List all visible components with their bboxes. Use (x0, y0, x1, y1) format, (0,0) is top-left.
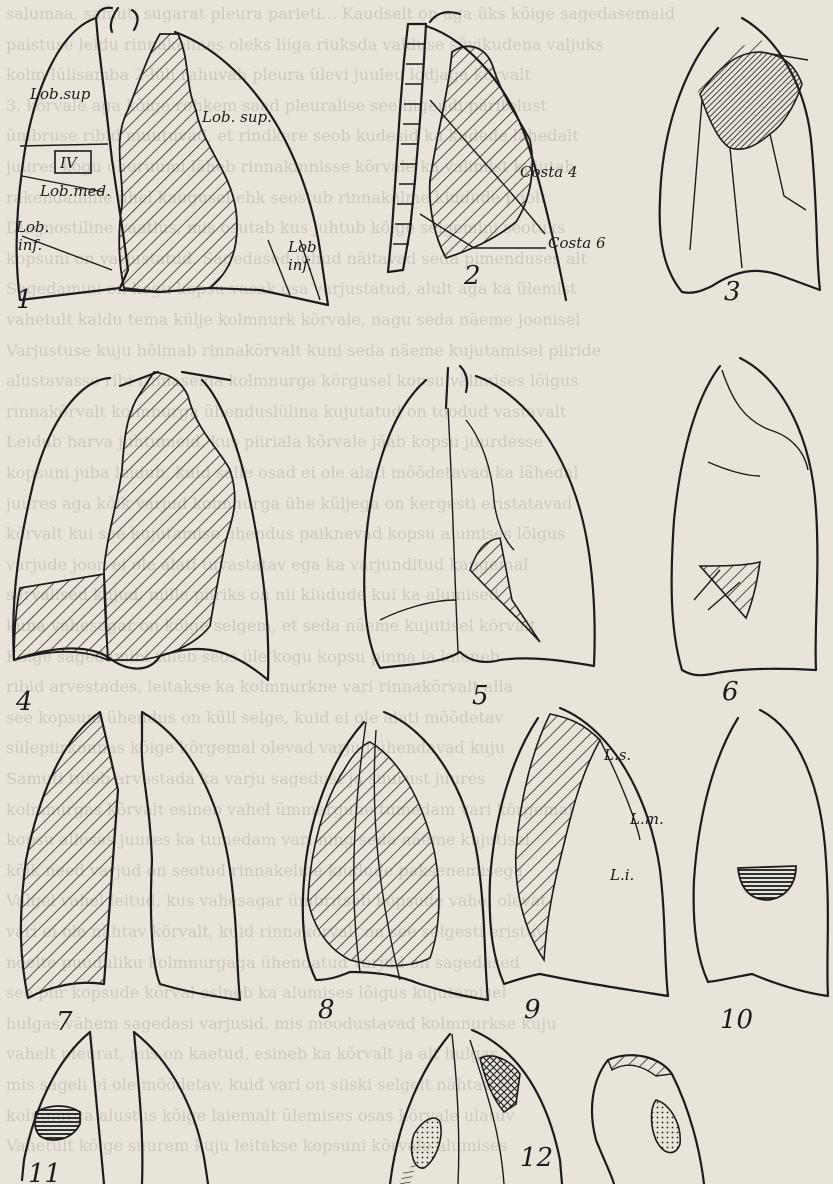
fig5-lungs-outline (364, 376, 594, 668)
figure-7: 7 (21, 712, 240, 1037)
fig6-left-lung-outline (672, 366, 720, 675)
figure-number-4: 4 (15, 687, 33, 717)
fig9-label-ls: L.s. (603, 746, 631, 764)
fig12-right-top-hatched (608, 1055, 672, 1076)
fig10-left-lung-outline (694, 718, 752, 982)
figure-6: 6 (672, 358, 818, 707)
figure-11: 11 (22, 1032, 208, 1184)
figure-number-8: 8 (318, 995, 335, 1025)
fig4-left-base-shadow (14, 574, 108, 660)
fig10-round-shadow (738, 866, 796, 900)
figure-1: Lob.sup Lob. sup. IV Lob.med. Lob. inf. … (15, 8, 328, 315)
fig1-label-lob-inf-left-1: Lob. (15, 218, 49, 236)
fig2-spine-outline (388, 24, 426, 272)
fig11-right-lung-outline (134, 1032, 208, 1184)
fig1-label-lob-sup-left: Lob.sup (29, 85, 91, 103)
fig1-label-lob-inf-left-2: inf. (18, 236, 42, 254)
figure-9: L.s. L.m. L.i. 9 (490, 708, 668, 1025)
figure-number-2: 2 (463, 261, 481, 291)
figure-number-5: 5 (472, 681, 489, 711)
fig12-right-stippled-oval (652, 1100, 681, 1153)
fig8-shadow (308, 742, 439, 966)
figure-12-right-silhouette (592, 1055, 704, 1184)
figure-2: Costa 4 Costa 6 2 (388, 12, 606, 300)
fig7-right-lung-outline (142, 712, 240, 1000)
fig1-label-lob-inf-right-1: Lob (287, 238, 317, 256)
fig12-lower-hatched-area (400, 1164, 416, 1184)
figure-12: 12 (390, 1030, 562, 1184)
fig1-label-lob-sup-right: Lob. sup. (201, 108, 272, 126)
fig11-round-shadow (35, 1106, 80, 1140)
fig4-mediastinal-shadow (104, 372, 235, 660)
fig2-shadow (430, 46, 533, 258)
figure-number-3: 3 (724, 277, 741, 307)
fig6-right-lung-outline (712, 358, 817, 674)
figure-10: 10 (694, 710, 828, 1035)
figure-number-12: 12 (520, 1143, 553, 1173)
figure-4: 4 (13, 372, 268, 717)
fig1-label-lob-inf-right-2: inf. (288, 256, 312, 274)
fig7-left-shadow (21, 712, 118, 998)
fig9-label-li: L.i. (609, 866, 634, 884)
fig2-label-costa6: Costa 6 (548, 234, 606, 252)
figure-number-9: 9 (524, 995, 541, 1025)
fig1-label-iv: IV (59, 154, 79, 172)
fig1-mediastinal-shadow (119, 34, 237, 292)
figure-8: 8 (303, 712, 488, 1025)
fig9-label-lm: L.m. (629, 810, 664, 828)
fig10-right-lung-outline (752, 710, 828, 996)
fig9-upper-lobe-shadow (516, 714, 600, 960)
fig12-right-silhouette-outline (592, 1055, 704, 1184)
fig2-label-costa4: Costa 4 (520, 163, 578, 181)
fig12-cross-hatched-area (480, 1056, 520, 1112)
figure-number-7: 7 (56, 1007, 73, 1037)
figure-number-6: 6 (722, 677, 739, 707)
figure-5: 5 (364, 366, 594, 711)
figure-number-11: 11 (28, 1159, 61, 1184)
fig1-label-lob-med: Lob.med. (39, 182, 111, 200)
figure-3: 3 (660, 18, 820, 307)
fig12-stippled-oval-shadow (412, 1118, 441, 1168)
figure-number-1: 1 (16, 285, 33, 315)
figure-number-10: 10 (720, 1005, 753, 1035)
fig3-left-lung-outline (660, 28, 718, 293)
fig5-triangle-shadow (470, 538, 540, 642)
